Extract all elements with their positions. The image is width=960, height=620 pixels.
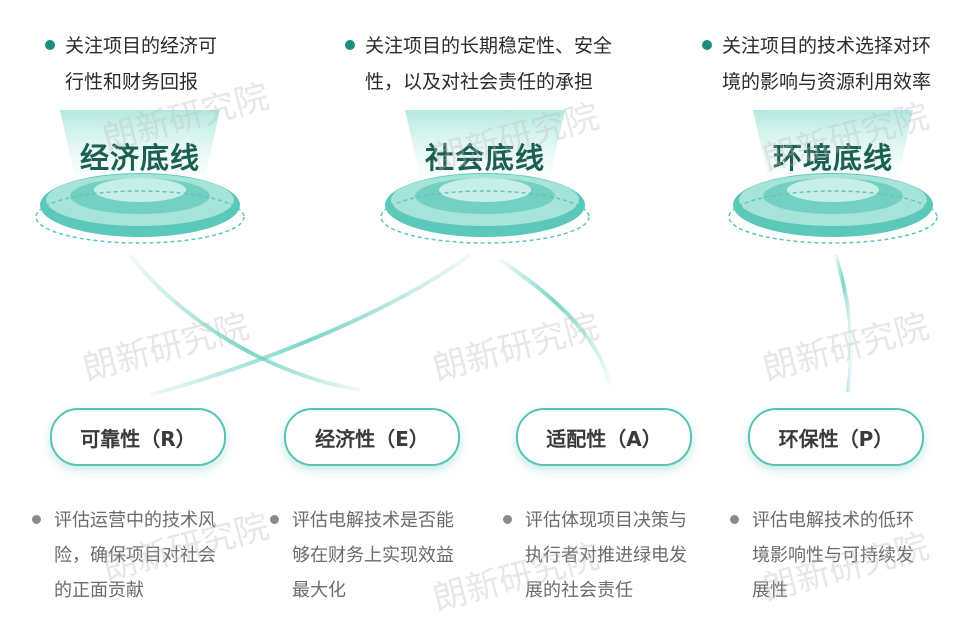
criterion-reliability-pill: 可靠性（R） [50,408,226,466]
connector-environment-to-eco [833,254,854,393]
criterion-eco-pill: 环保性（P） [748,408,924,466]
connector-social-to-adaptability [498,258,612,386]
pillar-social-title: 社会底线 [424,141,545,175]
criterion-economy-desc: 评估电解技术是否能 够在财务上实现效益 最大化 [270,503,490,608]
criterion-economy-pill: 经济性（E） [284,408,460,466]
bullet-dot-icon [730,515,739,524]
pillar-social-desc: 关注项目的长期稳定性、安全 性，以及对社会责任的承担 [345,28,645,100]
criterion-adaptability-desc: 评估体现项目决策与 执行者对推进绿电发 展的社会责任 [503,503,723,608]
pillar-environment-title: 环境底线 [772,141,893,175]
bullet-dot-icon [32,515,41,524]
bullet-dot-icon [45,40,55,50]
pillar-environment-desc: 关注项目的技术选择对环 境的影响与资源利用效率 [702,28,952,100]
pillar-economic-title: 经济底线 [79,141,200,175]
connector-economic-to-economy [128,253,361,392]
connector-social-to-reliability [149,253,472,397]
platform-social-icon [380,110,590,244]
platform-environment-icon [728,110,938,244]
pillar-economic-desc: 关注项目的经济可 行性和财务回报 [45,28,265,100]
platform-economic-icon [35,110,245,244]
criterion-adaptability-pill: 适配性（A） [516,408,692,466]
bullet-dot-icon [503,515,512,524]
criterion-reliability-desc: 评估运营中的技术风 险，确保项目对社会 的正面贡献 [32,503,252,608]
bullet-dot-icon [702,40,712,50]
criterion-eco-desc: 评估电解技术的低环 境影响性与可持续发 展性 [730,503,950,608]
bullet-dot-icon [270,515,279,524]
bullet-dot-icon [345,40,355,50]
